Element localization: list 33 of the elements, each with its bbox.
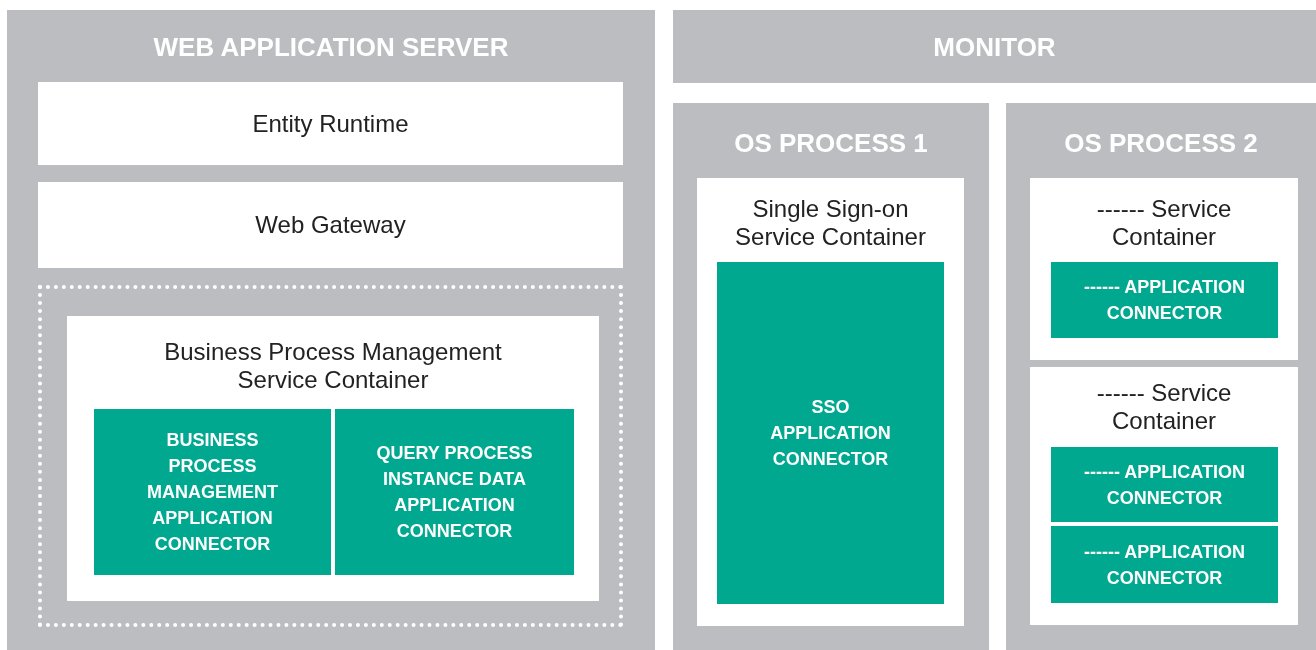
connector-label: ------ APPLICATION CONNECTOR [1083,276,1246,325]
box-label: ------ Service Container [1095,195,1233,251]
container-box [1030,178,1298,360]
connector-box [1051,262,1278,338]
container-box [38,182,623,268]
connector-box [1051,526,1278,603]
connector-label: BUSINESS PROCESS MANAGEMENT APPLICATION CONNECTOR [146,429,279,556]
panel-heading: OS PROCESS 2 [1063,128,1259,158]
box-label: Entity Runtime [251,109,410,138]
header-band [673,10,1316,83]
connector-box [335,409,574,575]
connector-label: SSO APPLICATION CONNECTOR [769,396,892,471]
connector-label: QUERY PROCESS INSTANCE DATA APPLICATION CONNECTOR [375,442,534,543]
panel-heading: OS PROCESS 1 [733,128,929,158]
container-box [1030,367,1298,625]
panel-heading: WEB APPLICATION SERVER [152,32,510,62]
connector-label: ------ APPLICATION CONNECTOR [1083,460,1246,510]
band-heading: MONITOR [932,31,1057,62]
connector-box [94,409,331,575]
panel [673,103,989,650]
container-box [697,178,964,626]
dotted-frame [38,285,623,627]
connector-box [717,262,944,604]
connector-box [1051,447,1278,522]
box-label: ------ Service Container [1095,379,1233,435]
container-box [67,316,599,601]
box-label: Web Gateway [254,211,407,239]
connector-label: ------ APPLICATION CONNECTOR [1083,540,1246,590]
panel [7,10,655,650]
box-label: Single Sign-on Service Container [734,195,927,251]
panel [1006,103,1316,650]
box-label: Business Process Management Service Container [163,338,503,394]
container-box [38,82,623,165]
